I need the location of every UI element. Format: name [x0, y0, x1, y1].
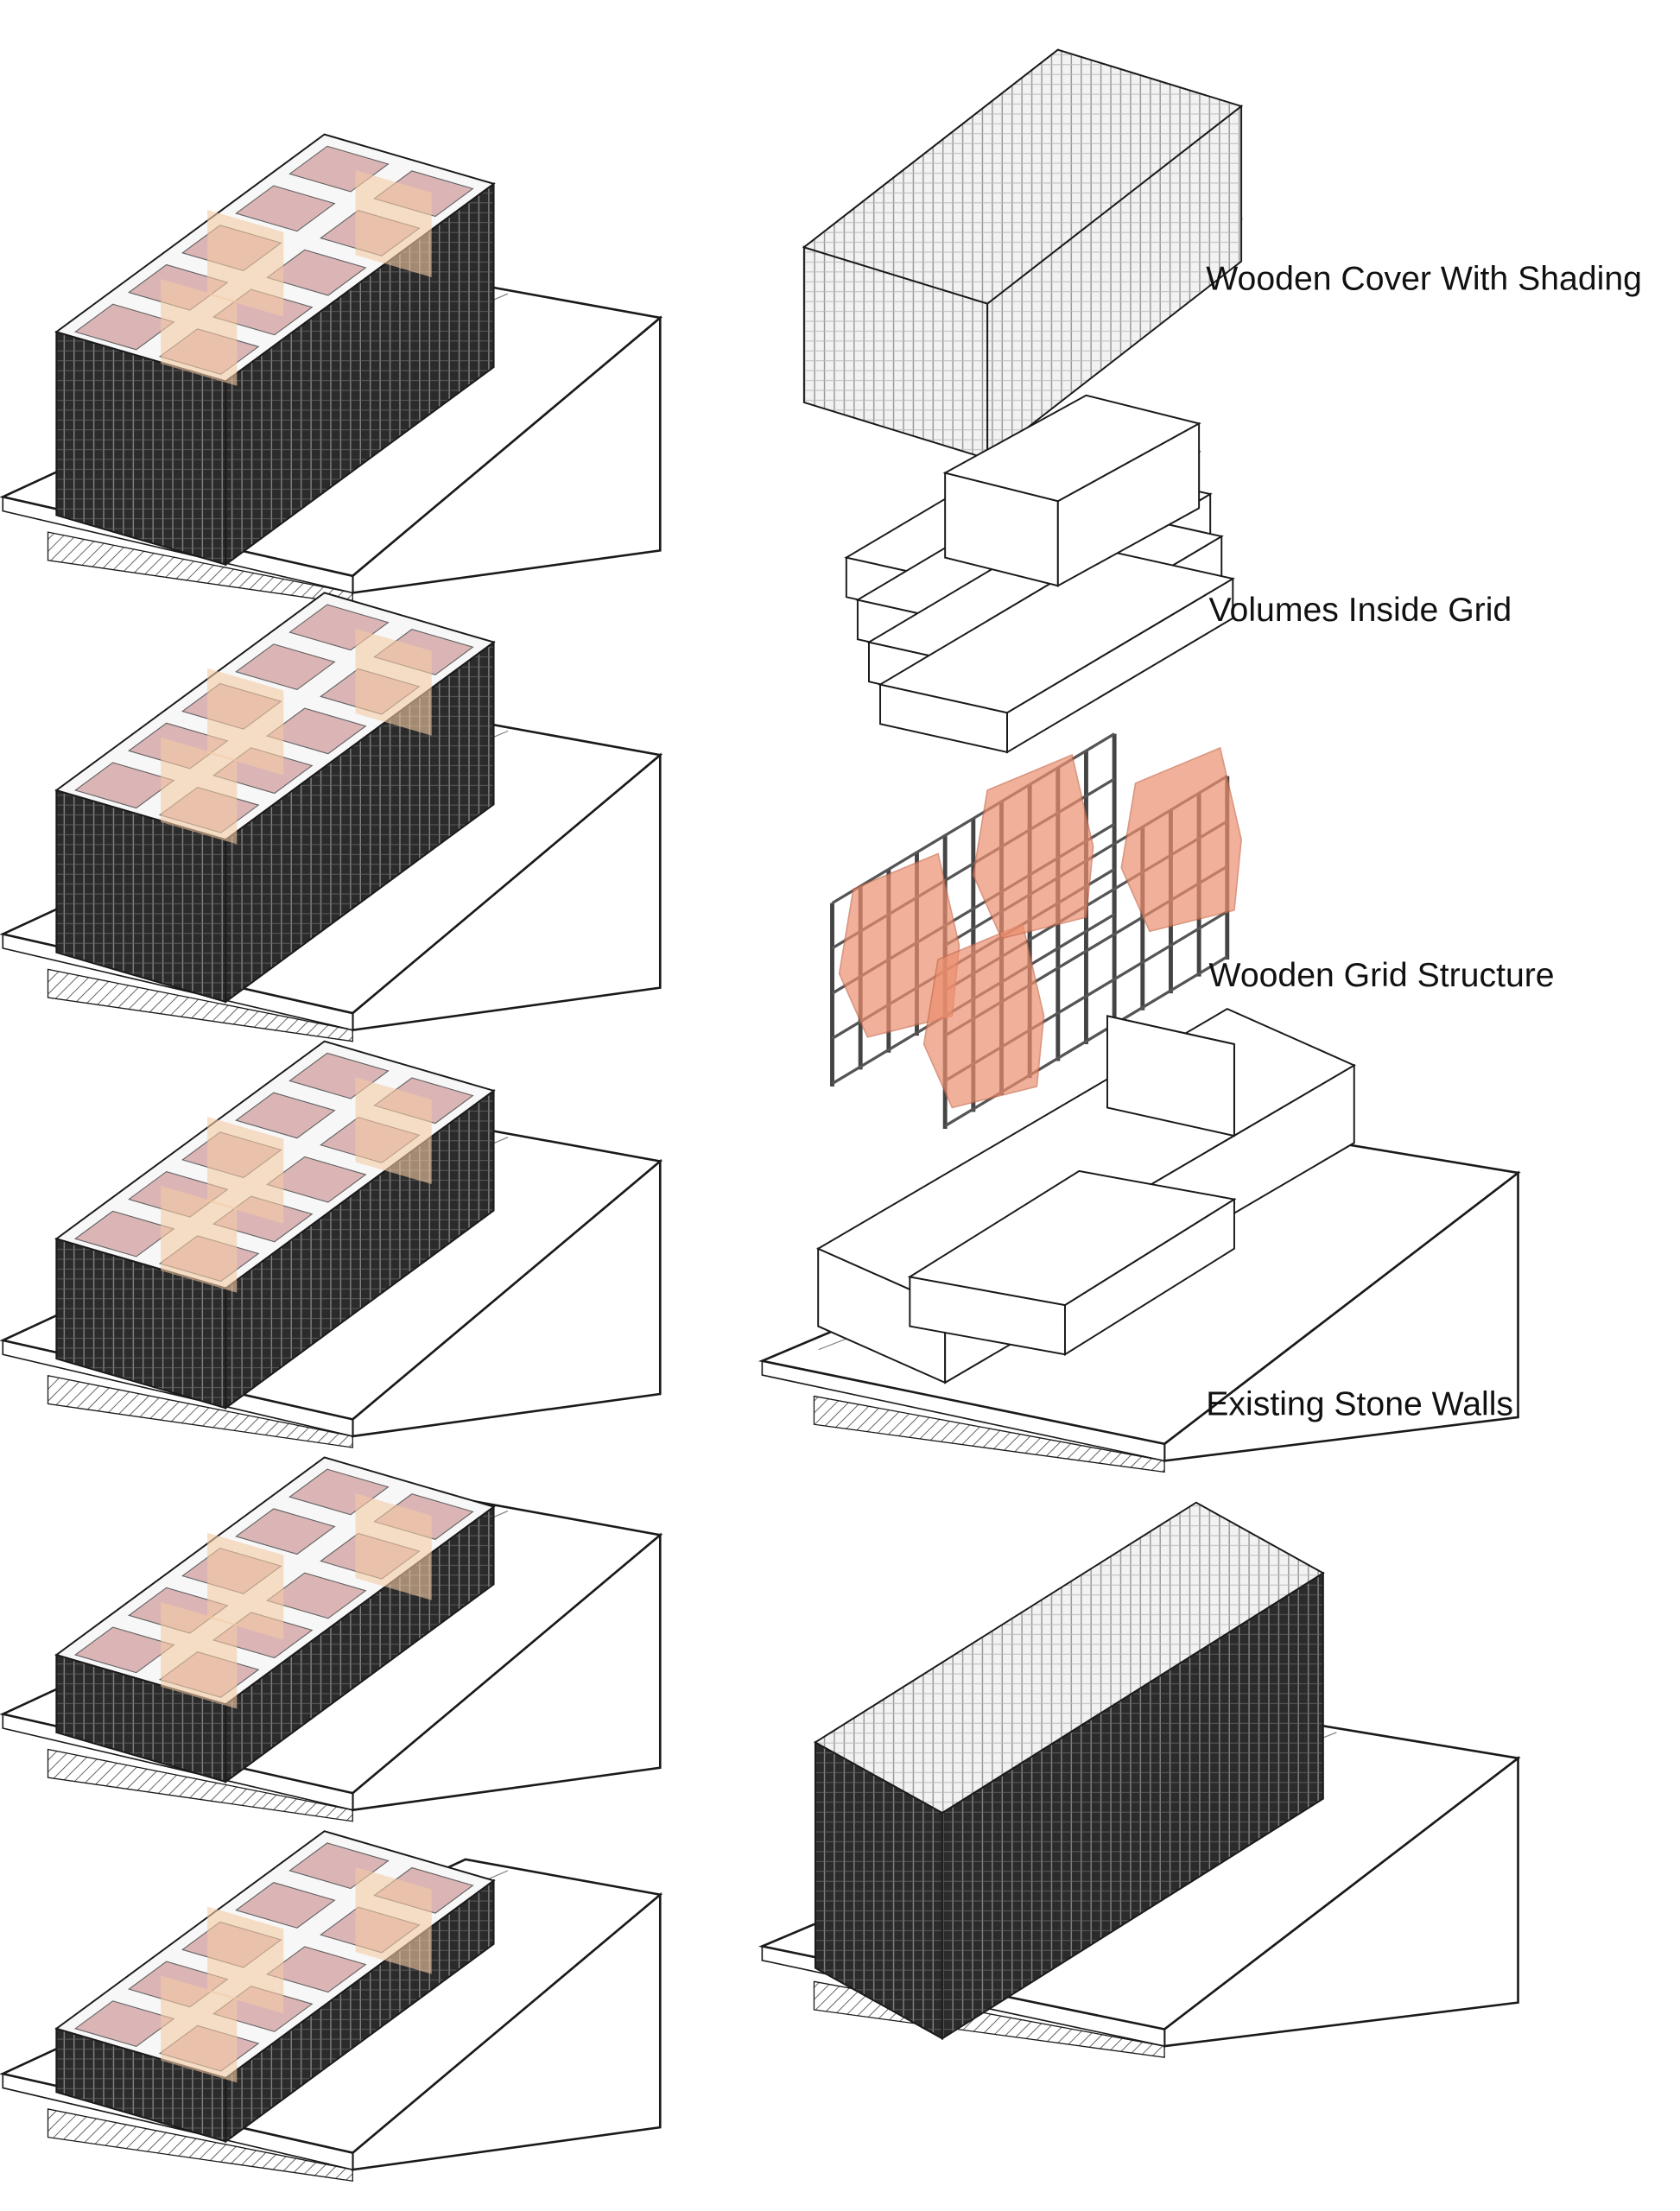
floor-stage-4: [0, 1456, 663, 1822]
plate-hatched-underside: [813, 1395, 1165, 1473]
shading-panel: [207, 668, 284, 776]
floor-stage-3: [0, 1040, 663, 1448]
top-face: [802, 48, 1244, 305]
highlighted-grid-volume: [972, 754, 1094, 940]
plate-hatched-underside: [47, 2108, 353, 2182]
highlighted-grid-volume: [1120, 746, 1242, 933]
room-volume: [235, 1092, 336, 1139]
room-volume: [235, 643, 336, 691]
layer-volumes: [844, 394, 1235, 754]
label-volumes-inside-grid: Volumes Inside Grid: [1209, 592, 1512, 629]
label-wooden-cover: Wooden Cover With Shading: [1206, 260, 1642, 297]
floor-stage-5: [0, 1830, 663, 2182]
room-volume: [266, 249, 367, 296]
shading-panel: [161, 1601, 238, 1709]
room-volume: [235, 185, 336, 232]
room-volume: [235, 1508, 336, 1555]
layer-final-assembly: [758, 1501, 1521, 2058]
shading-panel: [355, 1077, 432, 1185]
shading-panel: [161, 737, 238, 845]
floor-sequence-column: [0, 133, 663, 2182]
shading-panel: [207, 209, 284, 317]
floor-stage-1: [0, 133, 663, 605]
layer-wooden-grid: [830, 732, 1242, 1129]
top-face: [813, 1501, 1325, 1815]
shading-panel: [207, 1117, 284, 1224]
layer-stone-walls: [758, 1008, 1521, 1473]
shading-panel: [355, 1493, 432, 1600]
room-volume: [266, 1946, 367, 1993]
room-volume: [266, 1572, 367, 1619]
plate-hatched-underside: [47, 968, 353, 1042]
floor-stage-2: [0, 592, 663, 1042]
label-wooden-grid-structure: Wooden Grid Structure: [1209, 957, 1555, 994]
label-existing-stone-walls: Existing Stone Walls: [1206, 1385, 1513, 1422]
room-volume: [266, 1156, 367, 1203]
exploded-layers-column: [758, 48, 1521, 2058]
room-volume: [266, 707, 367, 755]
plate-hatched-underside: [47, 1748, 353, 1822]
shading-panel: [161, 1186, 238, 1293]
shading-panel: [207, 1532, 284, 1640]
shading-panel: [207, 1906, 284, 2014]
shading-panel: [161, 1975, 238, 2083]
shading-panel: [355, 170, 432, 277]
shading-panel: [355, 1866, 432, 1974]
top-face: [907, 1169, 1237, 1307]
plate-hatched-underside: [47, 1374, 353, 1448]
top-face: [942, 394, 1201, 503]
layer-wooden-cover: [802, 48, 1244, 461]
top-face: [1106, 1015, 1235, 1045]
shading-panel: [355, 629, 432, 736]
room-volume: [235, 1882, 336, 1929]
top-face: [878, 549, 1235, 714]
shading-panel: [161, 279, 238, 386]
